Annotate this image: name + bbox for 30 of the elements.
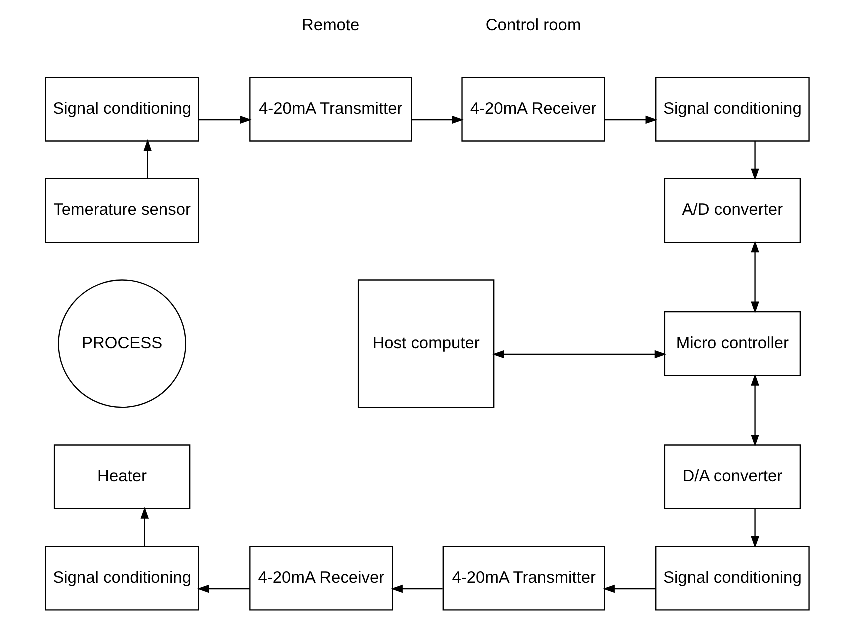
- arrow: [603, 584, 656, 594]
- arrow: [140, 507, 150, 546]
- node-box: Signal conditioning: [45, 77, 200, 142]
- arrow: [144, 139, 152, 179]
- node-circle: PROCESS: [58, 280, 187, 408]
- arrow: [197, 584, 250, 594]
- arrow: [391, 584, 443, 594]
- arrow: [604, 116, 658, 124]
- arrow: [751, 141, 760, 181]
- node-box: Signal conditioning: [45, 546, 200, 611]
- arrow: [751, 509, 760, 548]
- label: Control room: [486, 16, 582, 35]
- node-box: Temerature sensor: [45, 178, 200, 244]
- node-box: D/A converter: [664, 444, 802, 510]
- node-box: 4-20mA Receiver: [250, 546, 394, 611]
- node-box: Signal conditioning: [656, 546, 810, 611]
- node-box: Micro controller: [664, 312, 802, 376]
- node-box: Heater: [54, 444, 191, 510]
- node-box: 4-20mA Transmitter: [250, 77, 412, 142]
- node-box: 4-20mA Receiver: [462, 77, 606, 142]
- arrow: [751, 374, 760, 447]
- arrow: [199, 116, 252, 124]
- arrow: [751, 240, 760, 314]
- node-box: Signal conditioning: [656, 77, 810, 142]
- node-box: 4-20mA Transmitter: [442, 546, 606, 611]
- node-box: Host computer: [358, 280, 495, 408]
- node-box: A/D converter: [664, 178, 802, 244]
- arrow: [412, 116, 464, 124]
- label: Remote: [302, 16, 360, 35]
- arrow: [492, 350, 667, 359]
